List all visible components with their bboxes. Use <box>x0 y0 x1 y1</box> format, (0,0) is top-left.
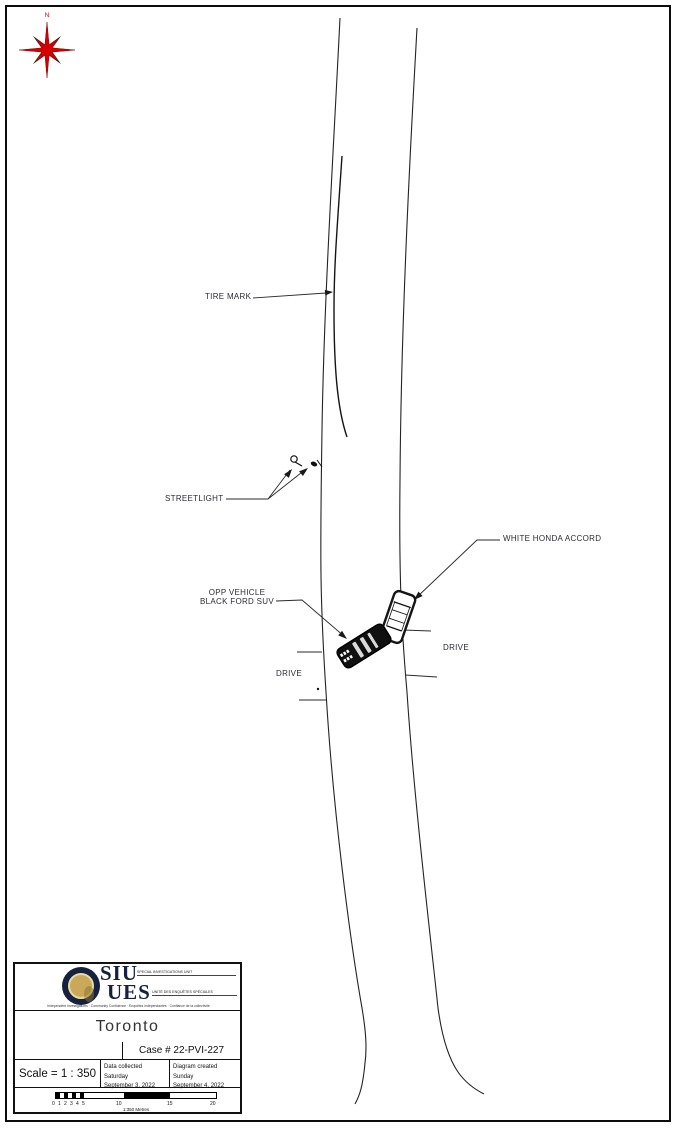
streetlight-leader <box>226 468 307 500</box>
scale-bar-segment <box>72 1093 76 1098</box>
siu-logo-crest-detail <box>84 986 94 1002</box>
white-honda-label: WHITE HONDA ACCORD <box>503 534 602 543</box>
scale-bar-segment <box>124 1093 170 1098</box>
scale-bar-segment <box>56 1093 60 1098</box>
opp-leader <box>275 599 346 638</box>
city-row: Toronto <box>15 1010 240 1042</box>
streetlight-pole-icon <box>310 461 318 467</box>
streetlight-symbols <box>290 455 323 468</box>
leader-lines <box>226 292 500 638</box>
diagram-created-line1: Diagram created Sunday <box>173 1064 218 1080</box>
scale-tick-5: 5 <box>82 1101 85 1107</box>
driveway-right-edge-1 <box>402 629 432 632</box>
scale-tick-10: 10 <box>116 1101 122 1107</box>
scale-bar-segment <box>64 1093 68 1098</box>
siu-logo-inner-crest <box>68 973 94 1002</box>
white-honda-accord-vehicle <box>379 589 417 645</box>
streetlight-head-icon <box>290 455 298 463</box>
siu-logo-icon <box>62 967 100 1005</box>
driveway-right-edge-2 <box>404 674 438 678</box>
honda-leader <box>415 539 500 599</box>
data-collected-line2: September 3, 2022 <box>104 1083 156 1090</box>
logo-ues-subtext: UNITÉ DES ENQUÊTES SPÉCIALES <box>152 990 237 997</box>
scale-tick-4: 4 <box>76 1101 79 1107</box>
scale-tick-1: 1 <box>58 1101 61 1107</box>
streetlight-arrowhead-1 <box>284 469 292 478</box>
scale-bar-segment <box>170 1093 216 1098</box>
road-right-edge <box>399 27 485 1095</box>
compass-north-label: N <box>45 12 50 19</box>
point-marker <box>316 687 320 691</box>
leader-arrowheads <box>284 289 423 639</box>
city-name: Toronto <box>95 1017 160 1035</box>
logo-siu-text: SIU <box>100 961 139 985</box>
scale-tick-2: 2 <box>64 1101 67 1107</box>
honda-arrowhead <box>414 591 423 600</box>
title-block: SIU UES SPECIAL INVESTIGATIONS UNIT UNIT… <box>13 962 242 1114</box>
scale-bar-segment <box>88 1093 124 1098</box>
opp-black-ford-suv-vehicle <box>336 623 392 669</box>
streetlight-label: STREETLIGHT <box>165 494 224 503</box>
suv-window-slits <box>352 632 379 658</box>
case-number-cell: Case # 22-PVI-227 <box>122 1042 240 1059</box>
scale-tick-0: 0 <box>52 1101 55 1107</box>
scale-bar-area: 0 1 2 3 4 5 10 15 20 1:350 Metres <box>15 1088 240 1114</box>
scale-tick-15: 15 <box>167 1101 173 1107</box>
logo-row: SIU UES SPECIAL INVESTIGATIONS UNIT UNIT… <box>15 961 240 1010</box>
opp-arrowhead <box>338 630 347 639</box>
opp-vehicle-label-line1: OPP VEHICLE <box>208 588 266 597</box>
diagram-created-line2: September 4, 2022 <box>173 1083 225 1090</box>
logo-ues-text: UES <box>107 980 151 1004</box>
case-row: Case # 22-PVI-227 <box>15 1042 240 1060</box>
suv-grille-pattern <box>339 649 353 663</box>
tire-mark-leader <box>252 292 327 299</box>
streetlight-base-tick <box>316 459 323 468</box>
opp-vehicle-label-line2: BLACK FORD SUV <box>200 597 274 607</box>
tire-mark-arrowhead <box>324 289 333 296</box>
scale-bar-caption: 1:350 Metres <box>122 1107 150 1112</box>
drive-left-label: DRIVE <box>276 669 302 678</box>
logo-siu-subtext: SPECIAL INVESTIGATIONS UNIT <box>137 970 236 977</box>
compass-rose-icon: N <box>18 12 76 79</box>
scale-tick-3: 3 <box>70 1101 73 1107</box>
drive-right-label: DRIVE <box>443 643 469 652</box>
scale-bar-segment <box>68 1093 72 1098</box>
scale-bar <box>55 1092 217 1099</box>
page-border-frame <box>5 5 671 1122</box>
scale-bar-segment <box>84 1093 88 1098</box>
road-edges <box>320 17 485 1105</box>
streetlight-arm <box>294 461 303 467</box>
scale-bar-segment <box>60 1093 64 1098</box>
tire-mark-curve <box>333 155 348 438</box>
streetlight-arrowhead-2 <box>299 468 308 476</box>
scale-bar-segment <box>80 1093 84 1098</box>
scale-tick-20: 20 <box>210 1101 216 1107</box>
data-collected-line1: Data collected Saturday <box>104 1064 143 1080</box>
driveway-edges <box>297 629 438 701</box>
road-left-edge <box>320 17 367 1105</box>
tire-mark-label: TIRE MARK <box>205 292 252 301</box>
logo-tagline: Independent Investigations · Community C… <box>47 1004 210 1008</box>
scale-bar-segment <box>76 1093 80 1098</box>
scale-label-cell: Scale = 1 : 350 <box>18 1067 97 1080</box>
